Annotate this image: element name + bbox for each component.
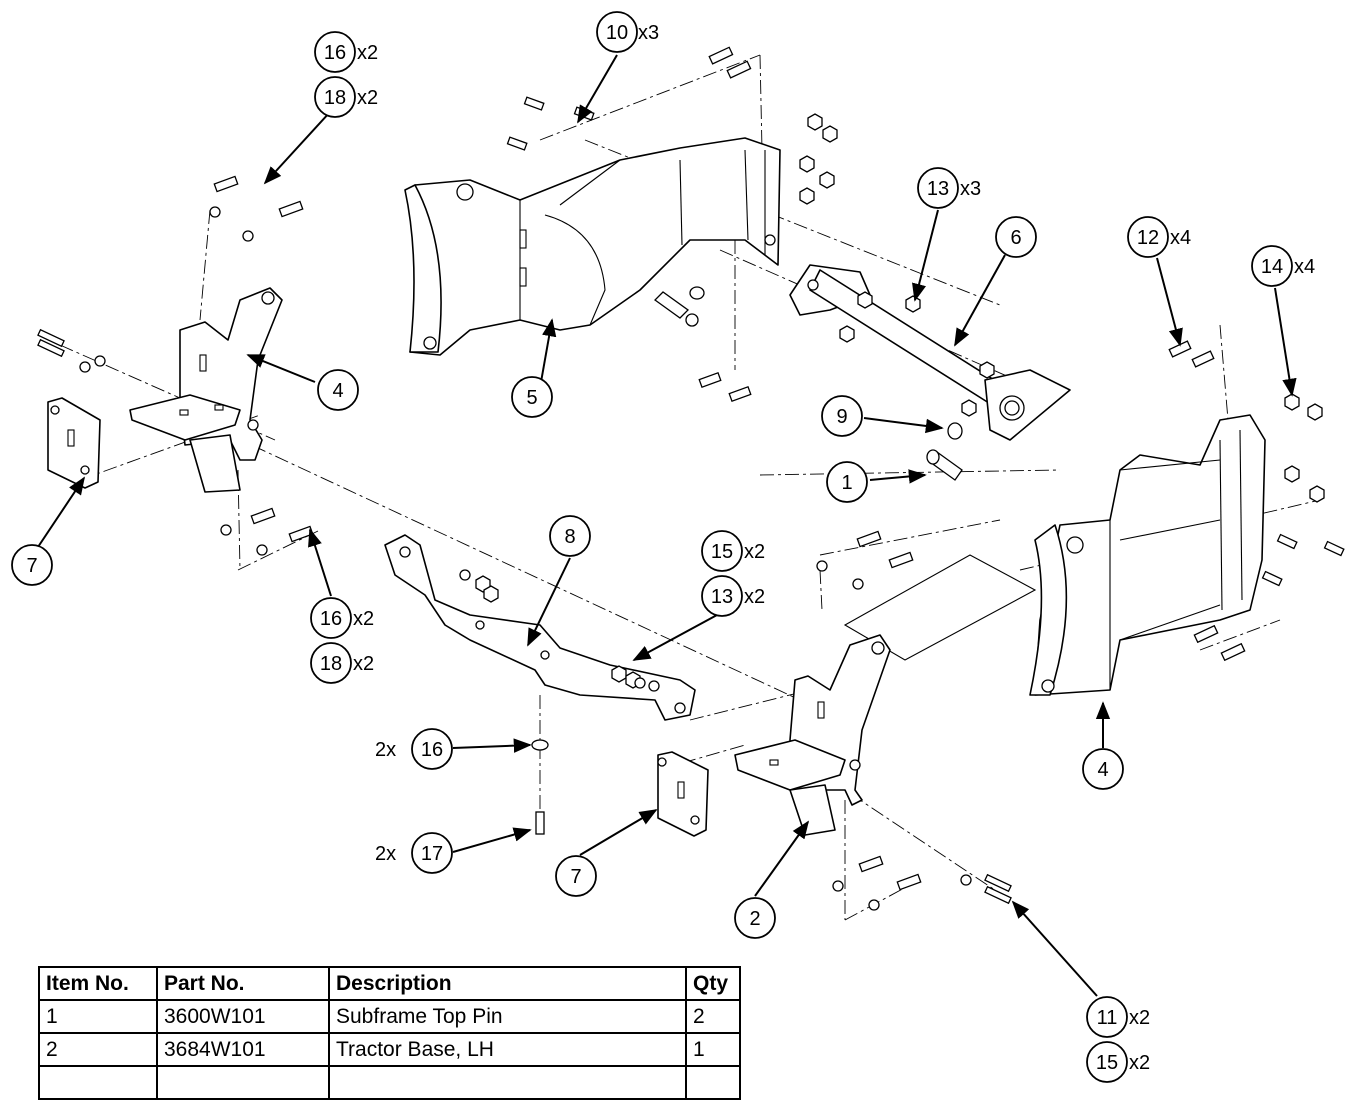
svg-text:x4: x4 <box>1170 227 1191 249</box>
svg-text:2: 2 <box>749 908 760 930</box>
svg-text:8: 8 <box>564 526 575 548</box>
svg-text:2x: 2x <box>375 739 396 761</box>
balloon-8: 8 <box>549 515 591 557</box>
bom-cell-empty <box>685 1065 741 1100</box>
bom-header-part-no: Part No. <box>156 966 330 1001</box>
bom-cell-desc: Tractor Base, LH <box>328 1032 687 1067</box>
svg-text:5: 5 <box>526 387 537 409</box>
balloon-2: 2 <box>734 897 776 939</box>
leader-lines <box>35 54 1297 997</box>
svg-text:11: 11 <box>1097 1007 1118 1029</box>
bom-cell-qty: 2 <box>685 999 741 1034</box>
balloon-5: 5 <box>511 376 553 418</box>
svg-text:18: 18 <box>320 653 342 675</box>
balloon-9: 9 <box>821 395 863 437</box>
balloon-11: 11 x2 <box>1086 996 1150 1038</box>
balloon-3: 4 <box>317 369 359 411</box>
balloon-16-washer: 2x 16 <box>375 728 453 770</box>
balloon-7-left: 7 <box>11 544 53 586</box>
balloon-10: 10 x3 <box>596 11 659 53</box>
balloon-15-mid: 15 x2 <box>701 530 765 572</box>
balloon-18-top: 18 x2 <box>314 76 378 118</box>
balloon-13-upper: 13 x3 <box>917 167 981 209</box>
svg-text:14: 14 <box>1261 256 1283 278</box>
svg-text:2x: 2x <box>375 843 396 865</box>
svg-text:4: 4 <box>332 380 343 402</box>
svg-text:13: 13 <box>711 586 733 608</box>
svg-text:x2: x2 <box>357 87 378 109</box>
svg-text:16: 16 <box>320 608 342 630</box>
balloon-18-mid: 18 x2 <box>310 642 374 684</box>
part-2-tractor-base-rh <box>734 634 891 836</box>
bom-row: 2 3684W101 Tractor Base, LH 1 <box>38 1032 741 1067</box>
balloon-17: 2x 17 <box>375 832 453 874</box>
bom-cell-empty <box>328 1065 687 1100</box>
svg-text:x2: x2 <box>357 42 378 64</box>
balloon-7-right: 7 <box>555 855 597 897</box>
balloon-4: 4 <box>1082 748 1124 790</box>
svg-text:7: 7 <box>570 866 581 888</box>
balloon-16-mid: 16 x2 <box>310 597 374 639</box>
balloon-16-top: 16 x2 <box>314 31 378 73</box>
svg-text:x3: x3 <box>638 22 659 44</box>
svg-text:x2: x2 <box>1129 1052 1150 1074</box>
svg-text:6: 6 <box>1010 227 1021 249</box>
bom-header-row: Item No. Part No. Description Qty <box>38 966 741 1001</box>
svg-text:15: 15 <box>1096 1052 1118 1074</box>
part-7-spacer-plate-rh <box>657 751 709 837</box>
fasteners <box>37 46 1345 911</box>
svg-text:x4: x4 <box>1294 256 1315 278</box>
part-8-center-bar <box>384 534 696 721</box>
svg-text:16: 16 <box>421 739 443 761</box>
svg-text:13: 13 <box>927 178 949 200</box>
part-7-spacer-plate-lh <box>47 397 101 489</box>
bom-cell-part: 3600W101 <box>156 999 330 1034</box>
balloon-14: 14 x4 <box>1251 245 1315 287</box>
bill-of-materials-table: Item No. Part No. Description Qty 1 3600… <box>38 966 741 1100</box>
bom-row-partial <box>38 1065 741 1100</box>
part-3-tractor-base-lh <box>129 287 283 493</box>
svg-text:15: 15 <box>711 541 733 563</box>
svg-text:x2: x2 <box>744 541 765 563</box>
balloon-6: 6 <box>995 216 1037 258</box>
part-9-clip <box>947 422 963 440</box>
svg-text:12: 12 <box>1137 227 1159 249</box>
bom-cell-empty <box>38 1065 158 1100</box>
svg-text:18: 18 <box>324 87 346 109</box>
bom-cell-qty: 1 <box>685 1032 741 1067</box>
balloon-15-bottom: 15 x2 <box>1086 1041 1150 1083</box>
bom-cell-part: 3684W101 <box>156 1032 330 1067</box>
part-5-subframe-upper <box>404 137 781 356</box>
bom-cell-empty <box>156 1065 330 1100</box>
bom-header-item-no: Item No. <box>38 966 158 1001</box>
pins-near-subframe <box>653 286 705 327</box>
balloon-13-mid: 13 x2 <box>701 575 765 617</box>
bom-header-description: Description <box>328 966 687 1001</box>
bom-header-qty: Qty <box>685 966 741 1001</box>
svg-text:x2: x2 <box>1129 1007 1150 1029</box>
balloon-12: 12 x4 <box>1127 216 1191 258</box>
svg-text:4: 4 <box>1097 759 1108 781</box>
part-4-subframe-rh <box>1029 414 1266 696</box>
svg-text:x2: x2 <box>353 608 374 630</box>
bom-row: 1 3600W101 Subframe Top Pin 2 <box>38 999 741 1034</box>
bom-cell-item: 2 <box>38 1032 158 1067</box>
bom-cell-desc: Subframe Top Pin <box>328 999 687 1034</box>
svg-text:9: 9 <box>836 406 847 428</box>
svg-text:x2: x2 <box>744 586 765 608</box>
bom-cell-item: 1 <box>38 999 158 1034</box>
svg-text:x2: x2 <box>353 653 374 675</box>
svg-text:17: 17 <box>421 843 443 865</box>
part-1-top-pin <box>926 449 963 481</box>
svg-text:10: 10 <box>606 22 628 44</box>
balloon-1: 1 <box>826 461 868 503</box>
svg-text:x3: x3 <box>960 178 981 200</box>
svg-text:7: 7 <box>26 555 37 577</box>
svg-text:16: 16 <box>324 42 346 64</box>
svg-text:1: 1 <box>841 472 852 494</box>
